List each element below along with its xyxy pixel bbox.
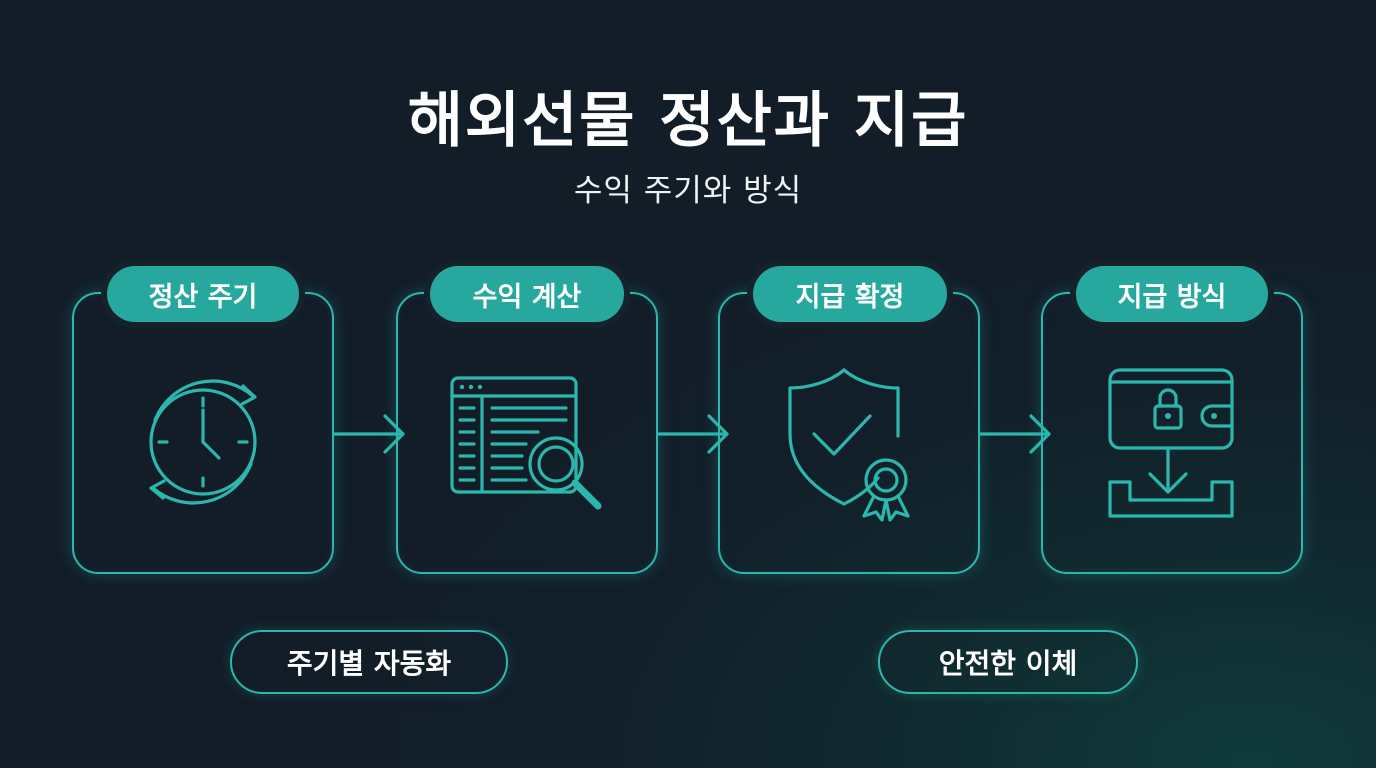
wallet-lock-download-icon xyxy=(1108,368,1234,518)
arrow-right-icon xyxy=(333,414,405,454)
page-subtitle: 수익 주기와 방식 xyxy=(573,173,803,209)
automation-badge: 주기별 자동화 xyxy=(230,630,508,694)
step-label-payment-confirmation: 지급 확정 xyxy=(753,266,947,322)
clock-cycle-icon xyxy=(149,379,257,505)
safe-transfer-badge: 안전한 이체 xyxy=(878,630,1138,694)
arrow-right-icon xyxy=(657,414,729,454)
shield-check-badge-icon xyxy=(788,368,910,522)
page-title: 해외선물 정산과 지급 xyxy=(407,86,969,156)
step-label-payment-method: 지급 방식 xyxy=(1076,266,1268,322)
step-label-profit-calculation: 수익 계산 xyxy=(430,266,624,322)
spreadsheet-search-icon xyxy=(450,376,602,510)
step-label-settlement-cycle: 정산 주기 xyxy=(107,266,299,322)
arrow-right-icon xyxy=(979,414,1051,454)
